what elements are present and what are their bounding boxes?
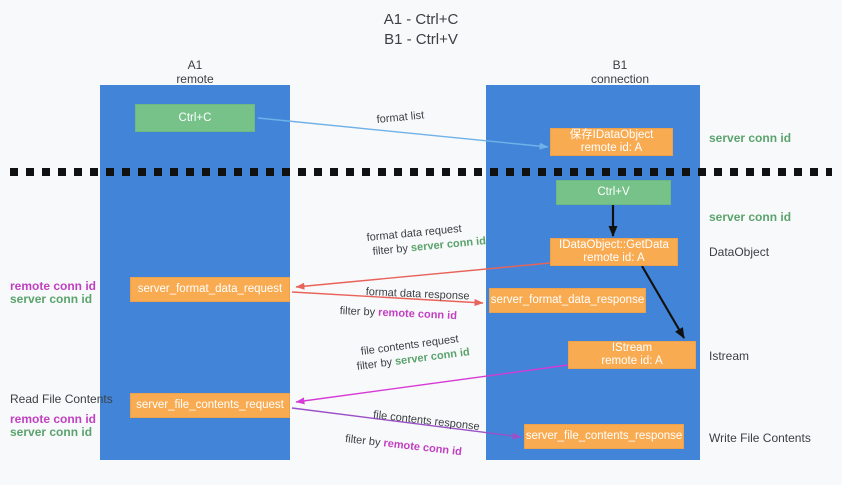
node-server-file-contents-response-label: server_file_contents_response (525, 430, 683, 442)
label-remote-conn-id-1: remote conn id (10, 279, 97, 293)
node-getdata-line2: remote id: A (583, 252, 645, 264)
node-istream-line1: IStream (611, 342, 653, 354)
node-ctrl-c[interactable]: Ctrl+C (135, 104, 255, 132)
edge-label-format-data-response-filter: filter by remote conn id (339, 304, 457, 324)
label-server-conn-id-left-2: server conn id (10, 425, 93, 439)
node-server-format-data-response[interactable]: server_format_data_response (489, 288, 646, 313)
node-server-file-contents-request[interactable]: server_file_contents_request (130, 393, 290, 418)
node-istream-text: IStream remote id: A (597, 342, 666, 368)
label-write-file-contents: Write File Contents (709, 431, 811, 445)
edge-label-file-contents-response-filter: filter by remote conn id (344, 432, 463, 460)
label-read-file-contents: Read File Contents (10, 392, 113, 406)
filter-prefix-2: filter by (339, 304, 379, 319)
node-server-file-contents-request-label: server_file_contents_request (136, 399, 284, 411)
filter-prefix-3: filter by (356, 355, 396, 373)
node-server-format-data-request[interactable]: server_format_data_request (130, 277, 290, 302)
column-b1-sub: connection (590, 72, 650, 86)
label-server-conn-id-left-1: server conn id (10, 292, 93, 306)
node-getdata-text: IDataObject::GetData remote id: A (555, 239, 673, 265)
label-istream: Istream (709, 349, 750, 363)
node-idataobject-getdata[interactable]: IDataObject::GetData remote id: A (550, 238, 678, 266)
node-save-idataobject-text: 保存IDataObject remote id: A (566, 129, 658, 155)
column-a1-sub: remote (176, 72, 214, 86)
node-server-format-data-response-label: server_format_data_response (490, 294, 645, 306)
node-save-idataobject-line2: remote id: A (580, 142, 643, 154)
node-server-format-data-request-label: server_format_data_request (137, 283, 283, 295)
title-line-1: A1 - Ctrl+C (383, 11, 459, 28)
filter-value-remote-conn-id-2: remote conn id (382, 437, 463, 459)
node-getdata-line1: IDataObject::GetData (559, 239, 669, 251)
filter-value-remote-conn-id-1: remote conn id (377, 306, 458, 323)
edge-label-file-contents-response: file contents response (372, 408, 481, 434)
page-title: A1 - Ctrl+C B1 - Ctrl+V (0, 10, 842, 50)
filter-prefix-1: filter by (372, 242, 412, 258)
label-dataobject: DataObject (709, 245, 770, 259)
edge-label-format-list: format list (376, 109, 425, 126)
node-ctrl-v-label: Ctrl+V (597, 186, 630, 198)
column-header-b1: B1 connection (545, 58, 695, 86)
label-server-conn-id-top: server conn id (709, 131, 792, 145)
column-a1-name: A1 (187, 58, 203, 72)
node-ctrl-v[interactable]: Ctrl+V (556, 180, 671, 205)
node-server-file-contents-response[interactable]: server_file_contents_response (524, 424, 684, 449)
node-save-idataobject-line1: 保存IDataObject (569, 129, 654, 141)
node-save-idataobject[interactable]: 保存IDataObject remote id: A (550, 128, 673, 156)
node-istream[interactable]: IStream remote id: A (568, 341, 696, 369)
column-header-a1: A1 remote (120, 58, 270, 86)
node-ctrl-c-label: Ctrl+C (178, 111, 212, 124)
filter-prefix-4: filter by (344, 432, 385, 450)
column-b1-name: B1 (612, 58, 628, 72)
title-line-2: B1 - Ctrl+V (384, 31, 458, 48)
edge-label-format-data-response: format data response (365, 285, 470, 303)
label-server-conn-id-second: server conn id (709, 210, 792, 224)
node-istream-line2: remote id: A (601, 355, 663, 367)
label-remote-conn-id-2: remote conn id (10, 412, 97, 426)
phase-divider (10, 168, 832, 176)
